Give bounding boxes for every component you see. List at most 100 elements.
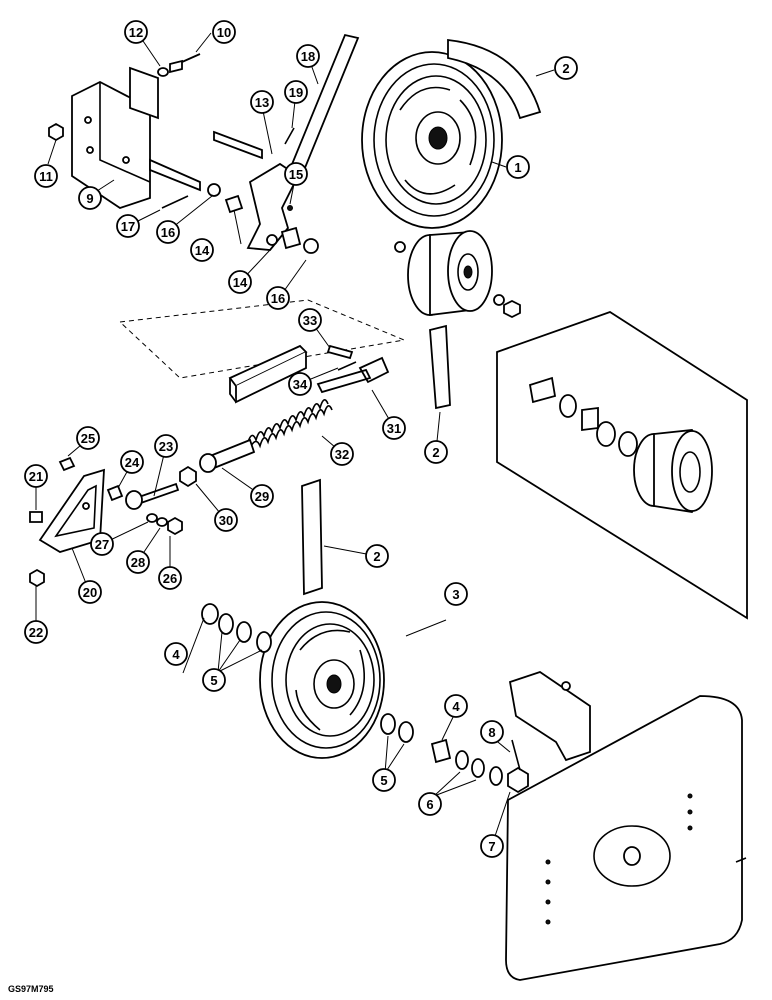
- spacer-part-24: [106, 484, 124, 502]
- swivel-block: [125, 490, 143, 510]
- callout-13: 13: [250, 90, 274, 114]
- svg-text:32: 32: [335, 447, 349, 462]
- callout-2-top: 2: [554, 56, 578, 80]
- spacer-washers-part-5-left: [218, 613, 272, 653]
- svg-text:16: 16: [271, 291, 285, 306]
- svg-text:2: 2: [562, 61, 569, 76]
- svg-text:2: 2: [373, 549, 380, 564]
- callout-2-lower: 2: [365, 544, 389, 568]
- pin-part-33: [326, 344, 354, 360]
- svg-text:20: 20: [83, 585, 97, 600]
- washer-part-27: [146, 513, 158, 523]
- pin-part-17: [161, 195, 189, 209]
- bolt-part-10: [169, 53, 201, 74]
- callout-34: 34: [288, 372, 312, 396]
- svg-text:4: 4: [172, 647, 180, 662]
- cotter-pin-part-8: [511, 739, 521, 771]
- svg-text:18: 18: [301, 49, 315, 64]
- bolt-part-21: [29, 511, 43, 523]
- callout-4-left: 4: [164, 642, 188, 666]
- svg-text:16: 16: [161, 225, 175, 240]
- spring-part-32: [247, 399, 333, 449]
- washer-part-12: [157, 67, 169, 77]
- small-screw: [735, 857, 747, 863]
- callout-14-lower: 14: [228, 270, 252, 294]
- callout-9: 9: [78, 186, 102, 210]
- callout-3: 3: [444, 582, 468, 606]
- washer-part-16-left: [207, 183, 221, 197]
- svg-text:19: 19: [289, 85, 303, 100]
- callout-16-lower: 16: [266, 286, 290, 310]
- svg-text:1: 1: [514, 160, 521, 175]
- svg-text:31: 31: [387, 421, 401, 436]
- callout-2-middle: 2: [424, 440, 448, 464]
- lever-arm-part-13: [213, 33, 360, 254]
- guard-bracket: [508, 671, 591, 762]
- callout-32: 32: [330, 442, 354, 466]
- castle-nut-part-7: [507, 766, 529, 794]
- svg-text:33: 33: [303, 313, 317, 328]
- callout-19: 19: [284, 80, 308, 104]
- svg-text:34: 34: [293, 377, 308, 392]
- callout-8: 8: [480, 720, 504, 744]
- svg-text:12: 12: [129, 25, 143, 40]
- svg-text:30: 30: [219, 513, 233, 528]
- svg-text:7: 7: [488, 839, 495, 854]
- callout-5-right: 5: [372, 768, 396, 792]
- callout-4-right: 4: [444, 694, 468, 718]
- callout-1: 1: [506, 155, 530, 179]
- callout-33: 33: [298, 308, 322, 332]
- callout-31: 31: [382, 416, 406, 440]
- svg-text:28: 28: [131, 555, 145, 570]
- svg-text:27: 27: [95, 537, 109, 552]
- svg-text:21: 21: [29, 469, 43, 484]
- svg-text:2: 2: [432, 445, 439, 460]
- idler-pulley: [394, 230, 521, 319]
- callout-30: 30: [214, 508, 238, 532]
- cotter-pin-part-34: [337, 361, 357, 371]
- belt-segment-part-2-top: [447, 38, 542, 120]
- callout-18: 18: [296, 44, 320, 68]
- svg-text:3: 3: [452, 587, 459, 602]
- belt-segment-part-2-lower: [301, 478, 323, 596]
- svg-text:5: 5: [210, 673, 217, 688]
- bolt-part-25: [58, 456, 76, 472]
- nut-part-26: [167, 516, 183, 536]
- rod-head: [199, 453, 217, 473]
- callout-25: 25: [76, 426, 100, 450]
- bracket-part-20: [38, 468, 105, 553]
- idler-detail-inset: [496, 311, 748, 620]
- callout-12: 12: [124, 20, 148, 44]
- callout-21: 21: [24, 464, 48, 488]
- callout-10: 10: [212, 20, 236, 44]
- callout-6: 6: [418, 792, 442, 816]
- callout-23: 23: [154, 434, 178, 458]
- driven-pulley-part-3: [259, 601, 385, 759]
- svg-text:6: 6: [426, 797, 433, 812]
- nut-part-11: [48, 122, 64, 142]
- spring-bracket: [228, 344, 308, 404]
- svg-text:14: 14: [195, 243, 210, 258]
- svg-text:26: 26: [163, 571, 177, 586]
- callout-17: 17: [116, 214, 140, 238]
- belt-segment-part-2-middle: [429, 324, 451, 410]
- washer-part-28: [156, 517, 168, 527]
- bracket-part-9: [71, 66, 201, 209]
- callout-5-left: 5: [202, 668, 226, 692]
- svg-text:29: 29: [255, 489, 269, 504]
- svg-text:8: 8: [488, 725, 495, 740]
- spacer-washers-part-5-right: [380, 713, 414, 743]
- callout-7: 7: [480, 834, 504, 858]
- svg-text:4: 4: [452, 699, 460, 714]
- svg-text:14: 14: [233, 275, 248, 290]
- callout-22: 22: [24, 620, 48, 644]
- callout-14-upper: 14: [190, 238, 214, 262]
- svg-text:11: 11: [39, 169, 53, 184]
- svg-text:25: 25: [81, 431, 95, 446]
- callout-24: 24: [120, 450, 144, 474]
- bearing-part-4-left: [201, 603, 219, 625]
- mounting-plate: [505, 695, 743, 981]
- svg-text:24: 24: [125, 455, 140, 470]
- bearing-part-4-right: [430, 738, 452, 764]
